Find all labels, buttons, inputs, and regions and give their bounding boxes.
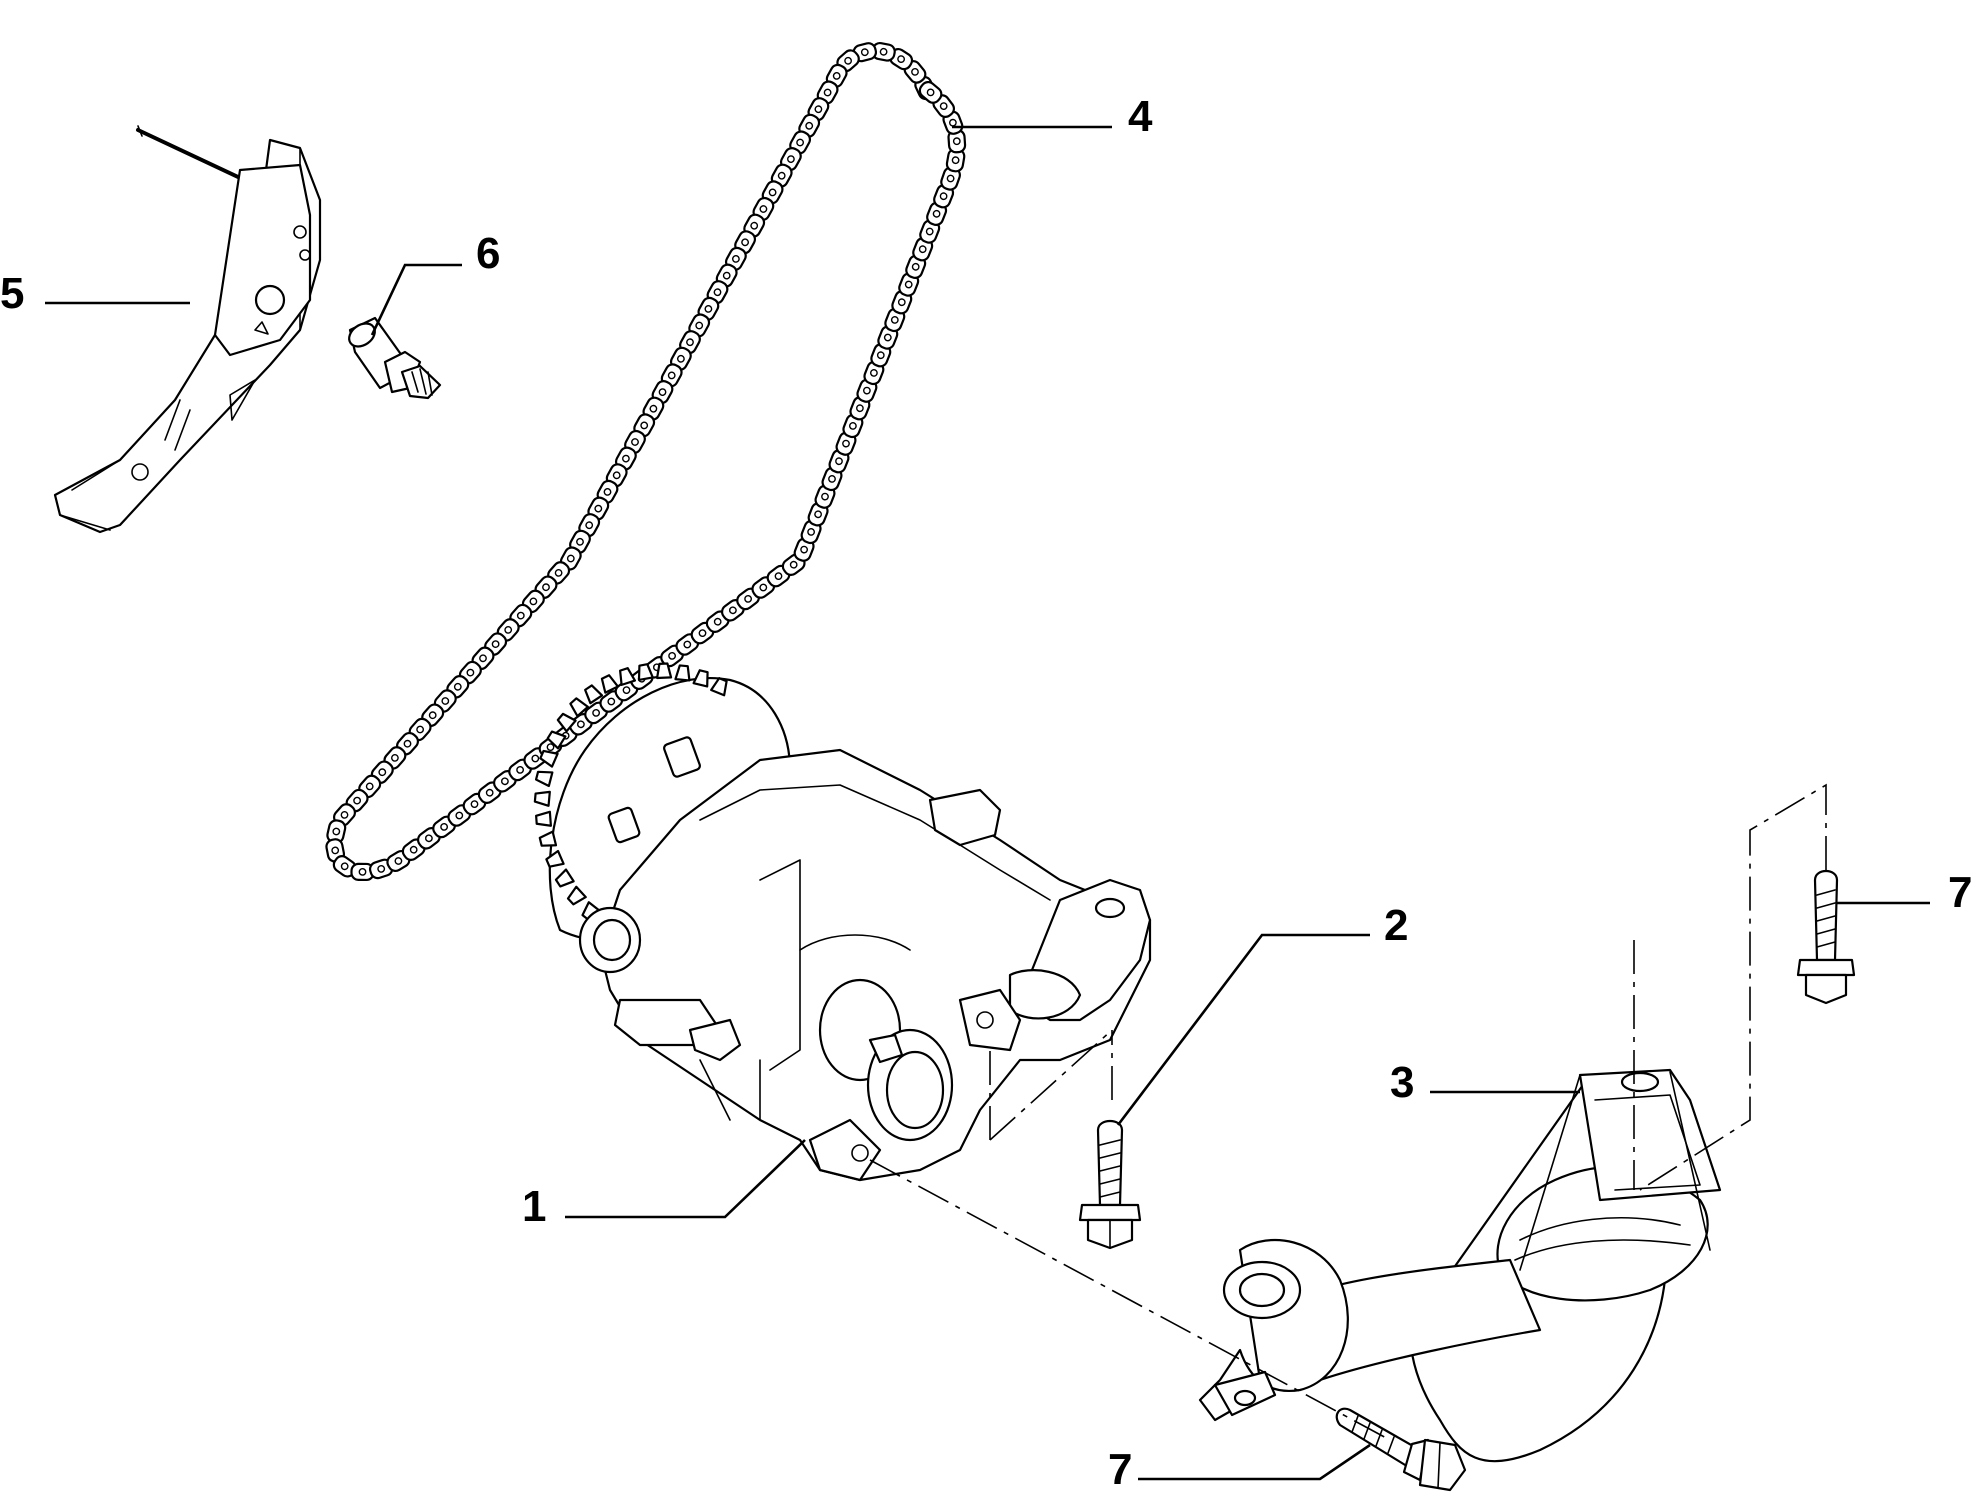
leader-1 [565,1139,806,1219]
sprocket-tooth [535,810,552,827]
chain-link [918,80,943,104]
sprocket-tooth [637,663,654,682]
callout-4: 4 [1128,92,1153,141]
sprocket-tooth [710,677,728,697]
sprocket-tooth [554,868,575,888]
sprocket-tooth [619,667,637,686]
callout-1: 1 [522,1182,546,1231]
bolt-2 [1078,1119,1142,1250]
axis-bolt-7-lower [869,1159,1391,1441]
sprocket-tooth [569,697,590,718]
sprocket-tooth [546,730,567,750]
chain-link [926,201,948,226]
callout-7-upper: 7 [1948,868,1972,917]
sprocket-tooth [534,770,554,788]
chain-link [828,449,850,474]
bolt-7-upper [1796,869,1856,1005]
chain-link [898,272,920,297]
sprocket-tooth [584,684,604,705]
leader-6 [370,263,462,336]
oil-pickup-strainer [1198,1068,1722,1463]
leader-7b [1138,1443,1371,1481]
callout-6: 6 [476,229,500,278]
callout-2: 2 [1384,901,1408,950]
chain-guide [53,125,322,534]
timing-chain [325,41,967,882]
chain-link [905,254,927,279]
sprocket-tooth [556,712,577,733]
sprocket-tooth [545,849,565,868]
sprocket-tooth [538,830,558,847]
bolt-7-lower [1335,1407,1467,1492]
chain-link [849,396,871,421]
sprocket-tooth [600,674,620,694]
sprocket-tooth [674,664,691,682]
sprocket-tooth [539,749,559,768]
callout-7-lower: 7 [1108,1445,1132,1494]
axis-pump-to-pickup [989,1029,1113,1141]
callout-5: 5 [0,269,24,318]
oil-pump [533,662,1152,1182]
chain-link [835,431,857,456]
guide-pin [348,316,442,400]
leader-2 [1116,933,1370,1126]
sprocket-tooth [655,662,673,680]
axis-bolt-7-upper [1639,783,1827,1191]
chain-links [325,41,967,882]
sprocket-tooth [566,885,587,906]
sprocket-tooth [533,790,551,807]
sprocket-tooth [692,669,709,688]
callout-3: 3 [1390,1058,1414,1107]
chain-link [800,519,822,545]
